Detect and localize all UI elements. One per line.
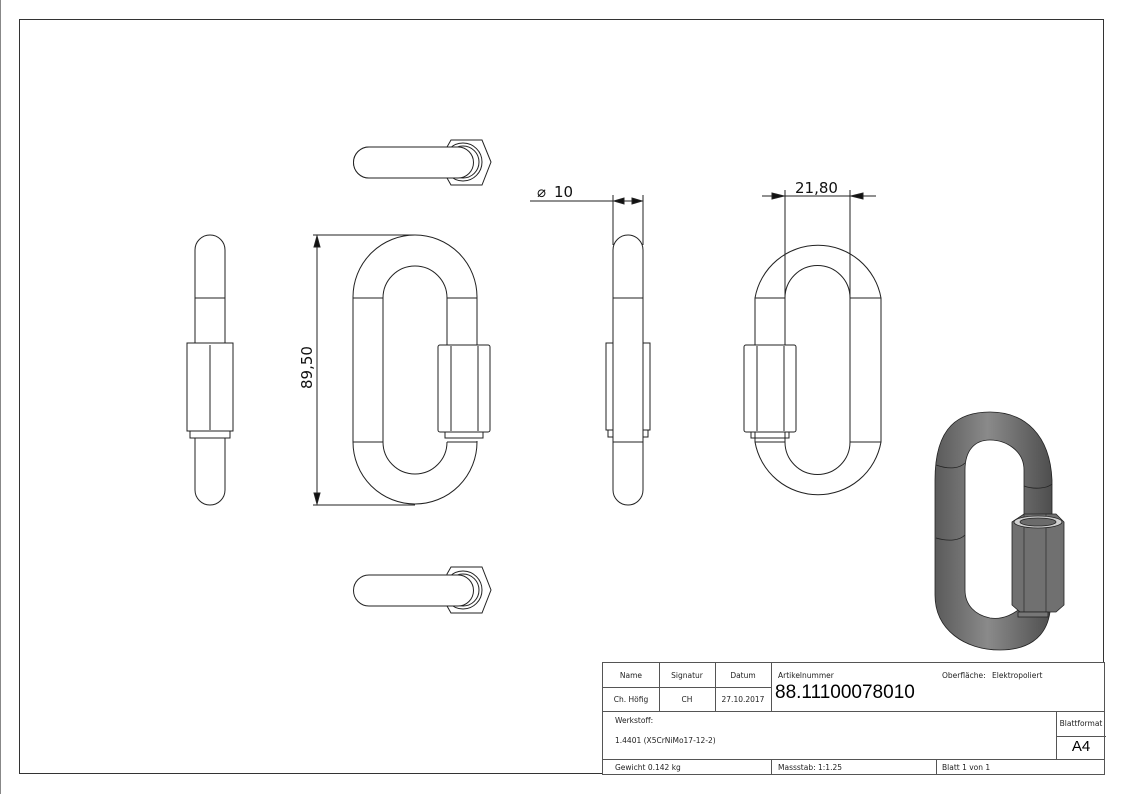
divider (771, 663, 772, 711)
divider (603, 759, 1105, 760)
sheet-number: Blatt 1 von 1 (942, 763, 991, 772)
bottom-view (353, 566, 492, 614)
left-side-view (186, 234, 234, 506)
divider (771, 759, 772, 775)
front-view (352, 234, 491, 505)
header-signature: Signatur (671, 671, 703, 680)
surface-value: Elektropoliert (992, 671, 1043, 680)
rear-view (743, 244, 882, 496)
divider (659, 663, 660, 711)
weight: Gewicht 0.142 kg (615, 763, 681, 772)
signature-value: CH (681, 695, 693, 704)
page-edge (0, 0, 1, 794)
header-surface: Oberfläche: (942, 671, 986, 680)
divider (603, 711, 1105, 712)
header-date: Datum (730, 671, 756, 680)
dimension-label-length: 89,50 (298, 346, 316, 389)
dimension-label-width: 21,80 (795, 179, 838, 197)
divider (715, 663, 716, 711)
sheet-format-value: A4 (1071, 738, 1091, 755)
header-sheet-format: Blattformat (1059, 719, 1103, 728)
top-view (353, 139, 492, 186)
header-material: Werkstoff: (615, 716, 654, 725)
header-article-number: Artikelnummer (778, 671, 834, 680)
dimension-symbol-diameter: ⌀ (537, 183, 546, 201)
right-side-view (605, 234, 651, 506)
drawing-frame (19, 19, 1104, 774)
divider (603, 687, 771, 688)
divider (1056, 711, 1057, 759)
article-number-value: 88.11100078010 (775, 682, 915, 703)
divider (936, 759, 937, 775)
header-name: Name (619, 671, 643, 680)
date-value: 27.10.2017 (721, 695, 765, 704)
divider (1056, 736, 1106, 737)
title-block: Name Signatur Datum Artikelnummer Oberfl… (602, 662, 1106, 775)
dimension-label-diameter: 10 (554, 183, 573, 201)
name-value: Ch. Höfig (613, 695, 649, 704)
scale: Massstab: 1:1.25 (778, 763, 842, 772)
dimension-overall-length (313, 234, 415, 506)
isometric-view (934, 411, 1065, 651)
material-value: 1.4401 (X5CrNiMo17-12-2) (615, 736, 716, 745)
dimension-inner-width (762, 190, 876, 298)
dimension-wire-diameter (530, 195, 644, 245)
